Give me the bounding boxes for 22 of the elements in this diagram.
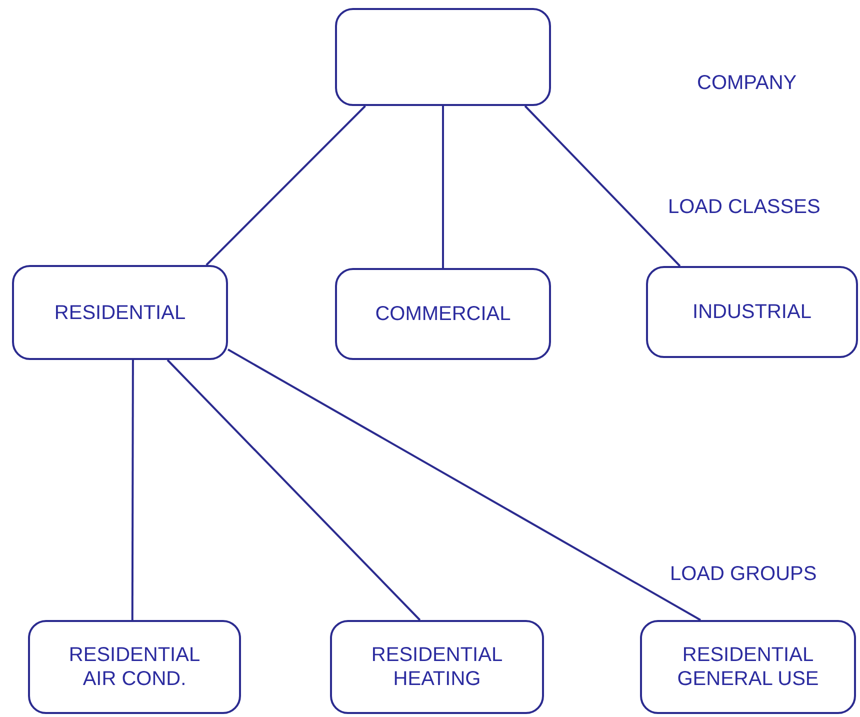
connector-line [166, 359, 421, 621]
node-box [28, 620, 241, 714]
level-label: LOAD CLASSES [668, 196, 820, 219]
level-label: LOAD GROUPS [670, 563, 817, 586]
connector-line [206, 105, 366, 266]
connector-line [131, 360, 134, 620]
node-box [330, 620, 544, 714]
node-label: COMMERCIAL [374, 302, 512, 326]
node-box [12, 265, 228, 360]
node-box [646, 266, 858, 358]
node-label: RESIDENTIAL HEATING [370, 643, 504, 691]
node-box [335, 268, 551, 360]
connector-line [228, 348, 701, 621]
node-label: RESIDENTIAL [53, 300, 187, 324]
node-label: INDUSTRIAL [692, 300, 812, 324]
node-label: RESIDENTIAL GENERAL USE [676, 643, 820, 691]
level-label: COMPANY [697, 72, 797, 95]
connector-line [442, 106, 444, 268]
empty-box [335, 8, 551, 106]
node-box [640, 620, 856, 714]
node-label: RESIDENTIAL AIR COND. [68, 643, 202, 691]
connector-line [524, 105, 681, 267]
